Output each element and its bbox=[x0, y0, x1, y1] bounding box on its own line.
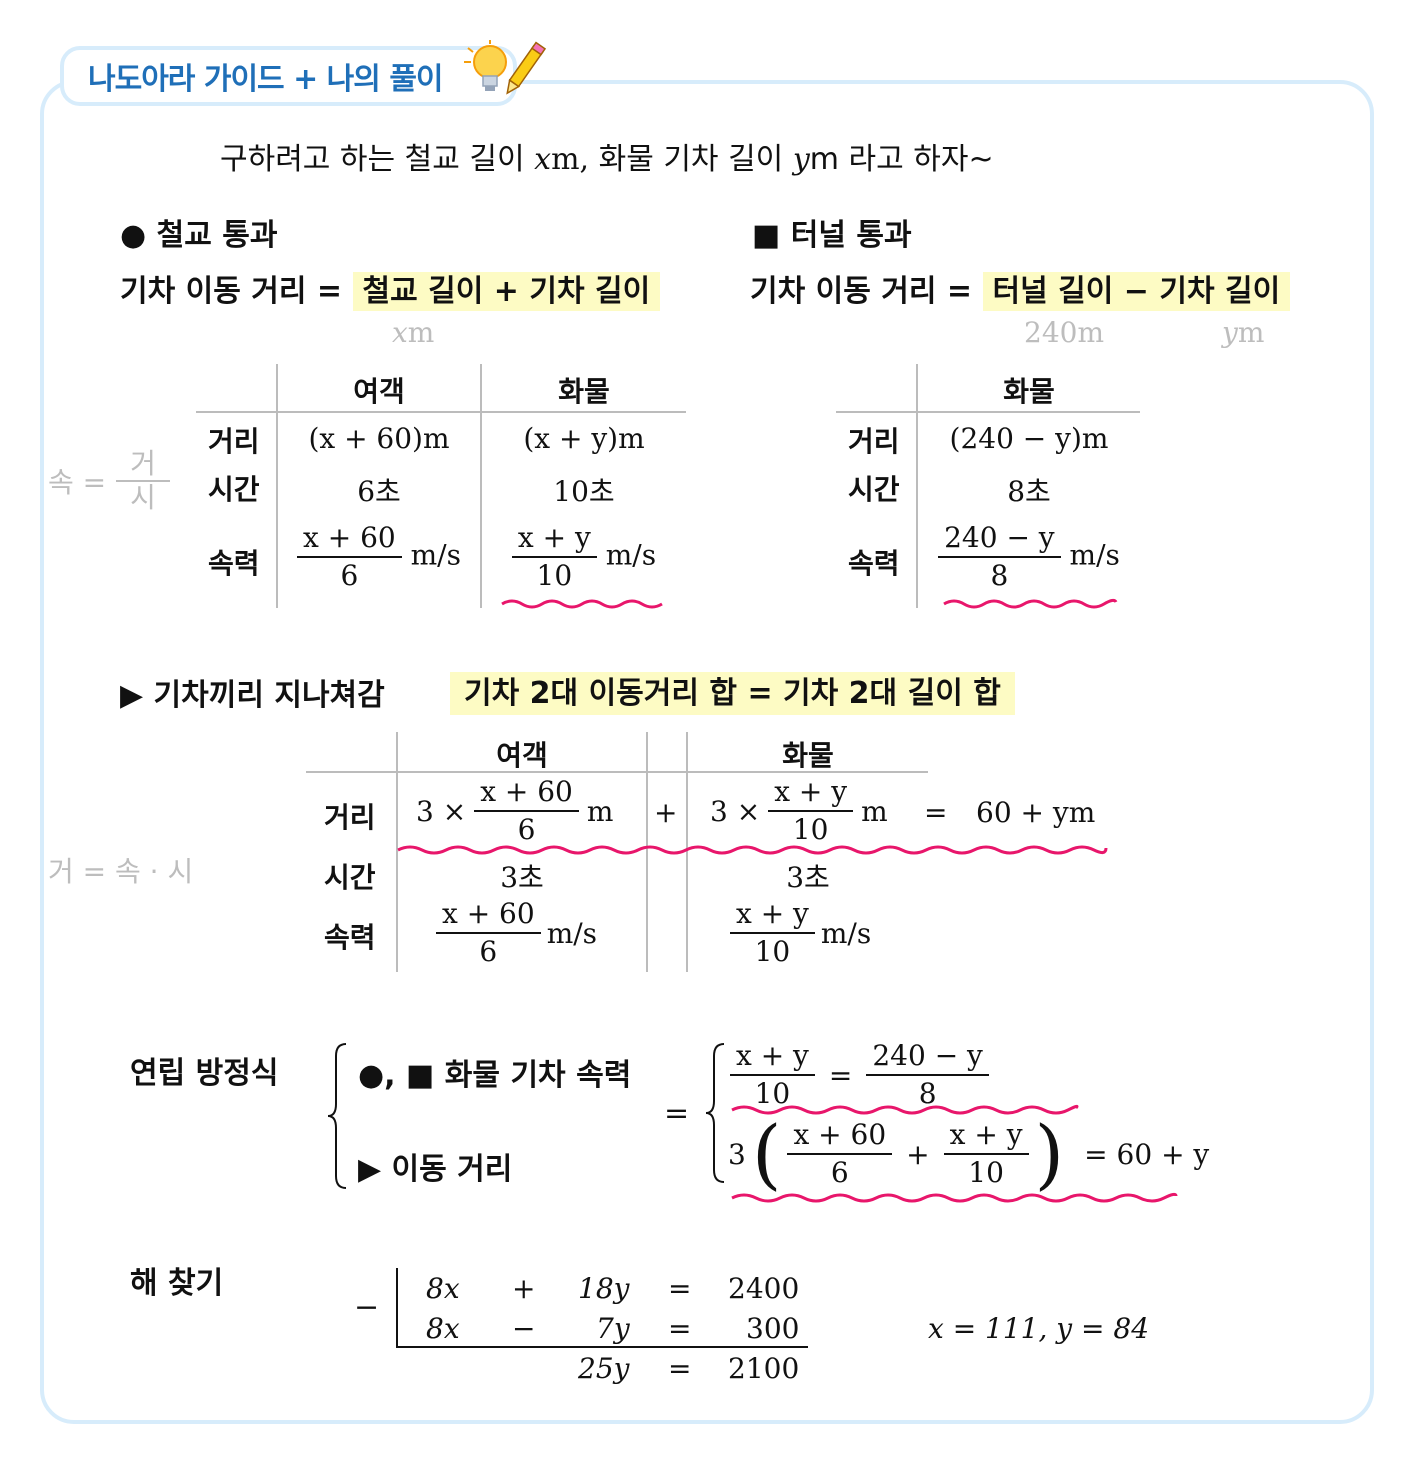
bridge-d2: (x + y)m bbox=[523, 422, 645, 455]
left-brace bbox=[327, 1043, 347, 1189]
bridge-col-freight: 화물 bbox=[558, 375, 610, 408]
wave-underline bbox=[501, 599, 663, 609]
tunnel-row-time: 시간 bbox=[848, 473, 900, 506]
header-tab: 나도아라 가이드 + 나의 풀이 bbox=[60, 46, 517, 106]
distance-formula: 거 = 속 · 시 bbox=[48, 855, 194, 888]
wave-underline bbox=[943, 598, 1118, 609]
wave-underline bbox=[731, 1192, 1178, 1203]
solve-minus: − bbox=[354, 1290, 380, 1325]
tunnel-hint-var: ym bbox=[1222, 316, 1265, 349]
bridge-col-passenger: 여객 bbox=[353, 375, 405, 408]
system-item1: ●, ■ 화물 기차 속력 bbox=[358, 1058, 632, 1093]
tunnel-t1: 8초 bbox=[1007, 475, 1051, 508]
intro-text: 구하려고 하는 철교 길이 xm, 화물 기차 길이 ym 라고 하자~ bbox=[220, 142, 994, 177]
bridge-formula: 기차 이동 거리 = 철교 길이 + 기차 길이 bbox=[120, 266, 661, 311]
lightbulb-pencil-icon bbox=[464, 40, 547, 95]
wave-underline bbox=[731, 1104, 1079, 1115]
tunnel-hint-length: 240m bbox=[1024, 316, 1104, 349]
bridge-heading: ● 철교 통과 bbox=[120, 218, 278, 253]
passing-t1: 3초 bbox=[500, 861, 544, 894]
passing-col-freight: 화물 bbox=[782, 739, 834, 772]
tunnel-col-freight: 화물 bbox=[1003, 375, 1055, 408]
bridge-t1: 6초 bbox=[357, 475, 401, 508]
tunnel-row-speed: 속력 bbox=[848, 547, 900, 580]
passing-eq: = bbox=[924, 796, 948, 829]
tunnel-row-distance: 거리 bbox=[848, 425, 900, 458]
bridge-d1: (x + 60)m bbox=[308, 422, 450, 455]
content-frame bbox=[40, 80, 1374, 1424]
bridge-hint: xm bbox=[392, 316, 435, 349]
bridge-row-distance: 거리 bbox=[208, 425, 260, 458]
system-item2: ▶ 이동 거리 bbox=[358, 1152, 513, 1187]
system-eq-sign: = bbox=[664, 1096, 690, 1131]
passing-formula: 기차 2대 이동거리 합 = 기차 2대 길이 합 bbox=[450, 668, 1015, 715]
solve-label: 해 찾기 bbox=[130, 1266, 224, 1301]
passing-col-passenger: 여객 bbox=[496, 739, 548, 772]
passing-row-time: 시간 bbox=[324, 861, 376, 894]
passing-rhs: 60 + ym bbox=[976, 796, 1096, 829]
page-title: 나도아라 가이드 + 나의 풀이 bbox=[88, 62, 444, 97]
passing-row-speed: 속력 bbox=[324, 921, 376, 954]
bridge-t2: 10초 bbox=[553, 475, 615, 508]
passing-row-distance: 거리 bbox=[324, 801, 376, 834]
passing-heading: ▶ 기차끼리 지나쳐감 bbox=[120, 678, 385, 713]
passing-plus: + bbox=[654, 796, 678, 829]
tunnel-d1: (240 − y)m bbox=[949, 422, 1109, 455]
wave-underline bbox=[397, 845, 1108, 855]
system-label: 연립 방정식 bbox=[130, 1056, 279, 1091]
tunnel-heading: ■ 터널 통과 bbox=[752, 218, 912, 253]
bridge-row-speed: 속력 bbox=[208, 547, 260, 580]
bridge-row-time: 시간 bbox=[208, 473, 260, 506]
passing-t2: 3초 bbox=[786, 861, 830, 894]
solve-answer: x = 111, y = 84 bbox=[928, 1312, 1150, 1345]
right-brace bbox=[705, 1043, 725, 1183]
tunnel-formula: 기차 이동 거리 = 터널 길이 − 기차 길이 bbox=[750, 266, 1291, 311]
